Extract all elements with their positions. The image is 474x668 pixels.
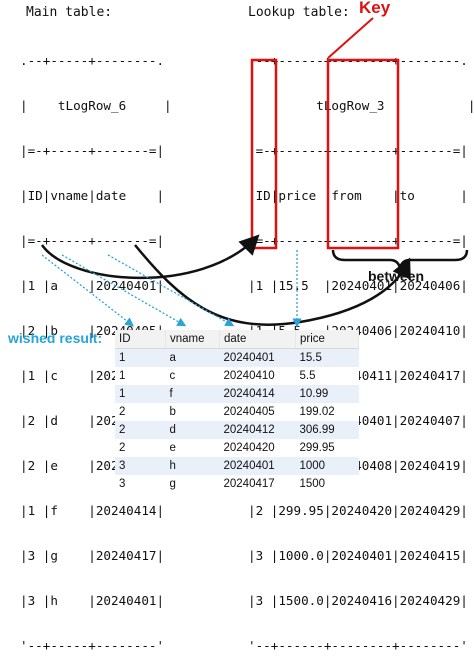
- result-cell-vname: c: [165, 367, 220, 385]
- result-cell-vname: e: [165, 439, 220, 457]
- result-cell-date: 20240414: [219, 385, 296, 403]
- table-row: 2 e 20240420 299.95: [115, 439, 359, 457]
- lookup-line: |ID|price |from |to |: [248, 188, 468, 203]
- result-header-id: ID: [115, 330, 166, 349]
- diagram-overlay: [40, 17, 469, 328]
- result-cell-date: 20240420: [219, 439, 296, 457]
- date-between-arrow: [134, 244, 411, 326]
- main-line: |1 |f |20240414|: [20, 503, 165, 518]
- main-line: | tLogRow_6 |: [20, 98, 172, 113]
- id-join-arrow: [40, 234, 260, 280]
- result-cell-id: 1: [115, 385, 166, 403]
- result-cell-id: 1: [115, 348, 166, 367]
- id-key-highlight-box: [250, 58, 278, 250]
- lookup-table-title: Lookup table:: [248, 5, 350, 20]
- result-cell-price: 5.5: [295, 367, 359, 385]
- key-pointer-line: [327, 17, 374, 59]
- result-cell-vname: d: [165, 421, 220, 439]
- vname-column-arrow: [61, 254, 187, 327]
- result-cell-vname: h: [165, 457, 220, 475]
- result-cell-price: 10.99: [295, 385, 359, 403]
- result-cell-vname: f: [165, 385, 220, 403]
- result-header-vname: vname: [165, 330, 220, 349]
- result-cell-date: 20240401: [219, 457, 296, 475]
- result-cell-date: 20240410: [219, 367, 296, 385]
- result-cell-price: 15.5: [295, 348, 359, 367]
- result-cell-vname: b: [165, 403, 220, 421]
- lookup-line: |=-+------+--------+-------=|: [248, 233, 468, 248]
- table-row: 1 a 20240401 15.5: [115, 348, 359, 367]
- from-to-highlight-box: [326, 58, 400, 250]
- main-line: .--+-----+--------.: [20, 53, 165, 68]
- id-column-arrow: [41, 254, 135, 327]
- result-header-row: ID vname date price: [115, 330, 359, 349]
- table-row: 1 c 20240410 5.5: [115, 367, 359, 385]
- result-cell-id: 2: [115, 421, 166, 439]
- result-cell-price: 199.02: [295, 403, 359, 421]
- result-cell-date: 20240412: [219, 421, 296, 439]
- result-cell-price: 306.99: [295, 421, 359, 439]
- table-row: 1 f 20240414 10.99: [115, 385, 359, 403]
- table-row: 3 g 20240417 1500: [115, 475, 359, 493]
- result-cell-date: 20240405: [219, 403, 296, 421]
- wished-result-label: wished result:: [8, 330, 103, 346]
- lookup-line: |=-+------+--------+-------=|: [248, 143, 468, 158]
- result-cell-id: 2: [115, 439, 166, 457]
- lookup-line: |1 |15.5 |20240401|20240406|: [248, 278, 468, 293]
- result-cell-price: 1000: [295, 457, 359, 475]
- result-cell-price: 299.95: [295, 439, 359, 457]
- main-line: |1 |a |20240401|: [20, 278, 165, 293]
- result-cell-vname: a: [165, 348, 220, 367]
- main-line: '--+-----+--------': [20, 638, 165, 653]
- lookup-line: |3 |1000.0|20240401|20240415|: [248, 548, 468, 563]
- main-line: |3 |g |20240417|: [20, 548, 165, 563]
- main-line: |3 |h |20240401|: [20, 593, 165, 608]
- main-table-title: Main table:: [26, 5, 113, 20]
- main-line: |=-+-----+-------=|: [20, 233, 165, 248]
- result-cell-id: 1: [115, 367, 166, 385]
- between-brace: [331, 249, 469, 269]
- lookup-line: '--+------+--------+--------': [248, 638, 468, 653]
- result-table: ID vname date price 1 a 20240401 15.5 1 …: [115, 330, 359, 493]
- result-header-date: date: [219, 330, 296, 349]
- table-row: 2 d 20240412 306.99: [115, 421, 359, 439]
- result-cell-id: 3: [115, 475, 166, 493]
- result-cell-vname: g: [165, 475, 220, 493]
- table-row: 2 b 20240405 199.02: [115, 403, 359, 421]
- key-label: Key: [359, 0, 391, 17]
- lookup-line: |2 |299.95|20240420|20240429|: [248, 503, 468, 518]
- table-row: 3 h 20240401 1000: [115, 457, 359, 475]
- main-line: |ID|vname|date |: [20, 188, 165, 203]
- result-cell-id: 2: [115, 403, 166, 421]
- result-header-price: price: [295, 330, 359, 349]
- main-line: |=-+-----+-------=|: [20, 143, 165, 158]
- result-cell-date: 20240401: [219, 348, 296, 367]
- result-cell-date: 20240417: [219, 475, 296, 493]
- result-cell-id: 3: [115, 457, 166, 475]
- result-cell-price: 1500: [295, 475, 359, 493]
- lookup-line: |3 |1500.0|20240416|20240429|: [248, 593, 468, 608]
